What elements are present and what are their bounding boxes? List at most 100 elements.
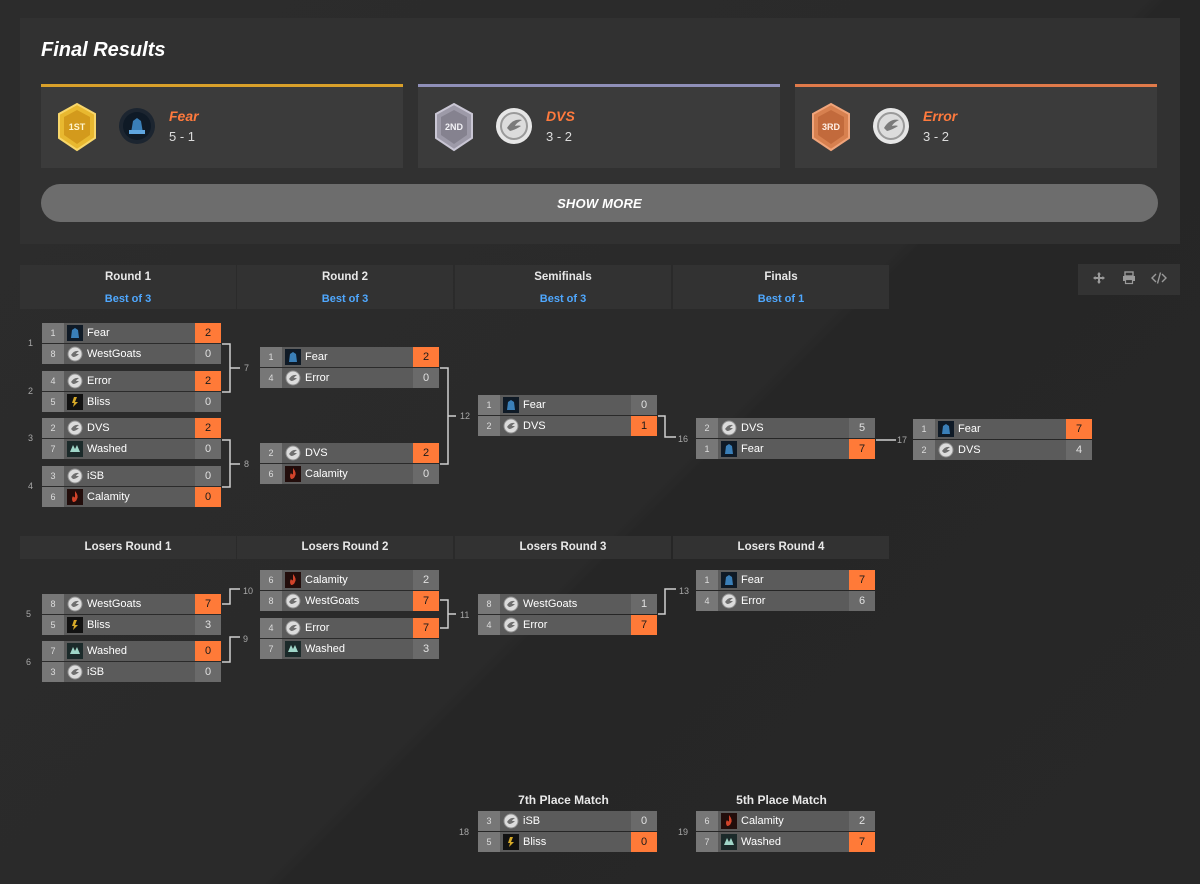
team-name[interactable]: WestGoats — [87, 348, 142, 360]
team-score: 7 — [413, 618, 439, 638]
team-name[interactable]: DVS — [741, 422, 764, 434]
titans-logo-icon — [285, 349, 301, 365]
team-name[interactable]: Fear — [305, 351, 328, 363]
team-name[interactable]: Washed — [87, 645, 127, 657]
second-place-team[interactable]: DVS — [546, 108, 575, 124]
team-name[interactable]: DVS — [958, 444, 981, 456]
third-place-team[interactable]: Error — [923, 108, 958, 124]
team-name[interactable]: Washed — [87, 443, 127, 455]
team-name[interactable]: Error — [741, 595, 766, 607]
team-name[interactable]: Fear — [958, 423, 981, 435]
team-name[interactable]: Fear — [87, 327, 110, 339]
team-name[interactable]: Fear — [741, 574, 764, 586]
team-name[interactable]: Bliss — [87, 396, 111, 408]
first-place-team[interactable]: Fear — [169, 108, 199, 124]
team-name[interactable]: Washed — [305, 643, 345, 655]
team-name[interactable]: Bliss — [523, 836, 547, 848]
team-name[interactable]: iSB — [523, 815, 541, 827]
team-name[interactable]: iSB — [87, 666, 105, 678]
third-place-card[interactable]: 3RD Error 3 - 2 — [795, 84, 1157, 168]
team-name[interactable]: DVS — [523, 420, 546, 432]
team-name[interactable]: Error — [305, 372, 330, 384]
show-more-button[interactable]: SHOW MORE — [41, 184, 1158, 222]
team-name[interactable]: Fear — [523, 399, 546, 411]
team-name[interactable]: Calamity — [741, 815, 784, 827]
print-icon[interactable] — [1117, 271, 1141, 288]
embed-code-icon[interactable] — [1147, 271, 1171, 288]
team-name[interactable]: WestGoats — [523, 598, 578, 610]
team-name[interactable]: Error — [523, 619, 548, 631]
team-name[interactable]: DVS — [87, 422, 110, 434]
team-name[interactable]: DVS — [305, 447, 328, 459]
first-place-card[interactable]: 1ST Fear 5 - 1 — [41, 84, 403, 168]
team-score: 2 — [849, 811, 875, 831]
team-name[interactable]: WestGoats — [87, 598, 142, 610]
team-name[interactable]: Calamity — [87, 491, 130, 503]
wing-logo-icon — [285, 445, 301, 461]
team-name[interactable]: Error — [87, 375, 112, 387]
team-name[interactable]: iSB — [87, 470, 105, 482]
team-name[interactable]: Error — [305, 622, 330, 634]
team-name[interactable]: Calamity — [305, 468, 348, 480]
second-place-card[interactable]: 2ND DVS 3 - 2 — [418, 84, 780, 168]
team-name[interactable]: Calamity — [305, 574, 348, 586]
team-score: 2 — [413, 443, 439, 463]
team-name[interactable]: Washed — [741, 836, 781, 848]
team-name[interactable]: Fear — [741, 443, 764, 455]
team-name[interactable]: Bliss — [87, 619, 111, 631]
move-icon[interactable] — [1087, 271, 1111, 288]
team-name[interactable]: WestGoats — [305, 595, 360, 607]
